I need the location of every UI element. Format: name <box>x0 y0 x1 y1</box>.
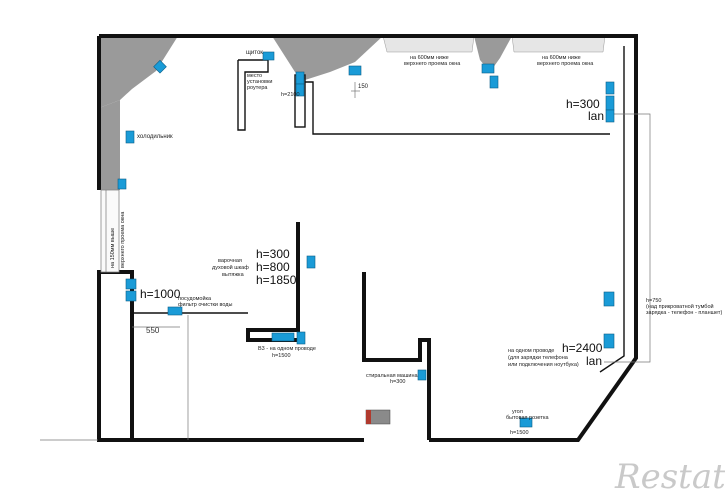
socket-marker <box>348 65 362 76</box>
label-window2-2: верхнего проема окна <box>537 61 594 67</box>
socket-marker <box>153 59 167 74</box>
socket-marker <box>603 291 615 307</box>
label-one-wire-3: или подключения ноутбука) <box>508 362 579 368</box>
label-one-wire-2: (для зарядки телефона <box>508 355 569 361</box>
label-router-2: установки <box>247 79 272 85</box>
label-router-1: место <box>247 73 262 79</box>
label-h2400: h=2400 <box>562 341 603 355</box>
label-window1-1: на 600мм ниже <box>410 55 449 61</box>
label-corner-3: h=1500 <box>510 430 529 436</box>
socket-marker <box>167 306 183 316</box>
socket-marker <box>117 178 127 190</box>
left-window <box>100 189 120 273</box>
label-washing-2: h=300 <box>390 379 405 385</box>
column-top-left <box>99 36 178 108</box>
door-block-red <box>366 410 371 424</box>
label-left-window-1: на 150мм выше <box>110 228 116 268</box>
shield-niche <box>237 59 269 131</box>
socket-marker <box>306 255 316 269</box>
socket-marker <box>125 290 137 302</box>
window-reveal-1 <box>382 35 475 53</box>
label-h1000: h=1000 <box>140 287 181 301</box>
bathroom-partition <box>362 272 431 440</box>
lan-cable-right <box>604 113 651 363</box>
socket-marker <box>262 51 275 61</box>
label-window2-1: на 600мм ниже <box>542 55 581 61</box>
socket-marker <box>489 75 499 89</box>
label-left-window-2: верхнего проема окна <box>120 211 126 268</box>
label-cooktop: варочная <box>218 258 242 264</box>
kitchen-partition <box>246 222 300 342</box>
label-washing-1: стиральная машина <box>366 373 418 379</box>
label-window1-2: верхнего проема окна <box>404 61 461 67</box>
label-b3-1: В3 - на одном проводе <box>258 346 316 352</box>
label-dishwasher-2: фильтр очистки воды <box>178 302 233 308</box>
label-oven: духовой шкаф <box>212 264 249 271</box>
socket-marker <box>605 109 615 123</box>
label-dim-550: 550 <box>146 326 160 335</box>
socket-marker <box>295 71 305 85</box>
column-top-mid <box>272 36 383 80</box>
label-h300-right: h=300 <box>566 97 600 111</box>
socket-marker <box>125 278 137 290</box>
socket-marker <box>605 95 615 111</box>
socket-marker <box>271 332 295 342</box>
label-lan-bottom: lan <box>586 354 602 368</box>
socket-marker <box>481 63 495 74</box>
label-h750-1: h=750 <box>646 298 661 304</box>
label-h1850-mid: h=1850 <box>256 273 297 287</box>
watermark-logo: Restate <box>614 457 725 496</box>
column-top-right <box>474 36 512 72</box>
socket-marker <box>519 417 533 428</box>
window-reveal-2 <box>511 35 606 53</box>
label-h800-mid: h=800 <box>256 260 290 274</box>
left-wall-gray <box>99 100 120 190</box>
socket-marker <box>417 369 427 381</box>
label-corner-1: угол <box>512 409 523 415</box>
label-fridge: холодильник <box>137 134 173 140</box>
sockets <box>117 51 615 428</box>
socket-marker <box>603 333 615 349</box>
label-dishwasher-1: посудомойка <box>178 295 212 302</box>
label-h750-2: (над прикроватной тумбой <box>646 303 714 310</box>
label-dim-150: 150 <box>358 84 369 90</box>
label-hood: вытяжка <box>222 272 245 278</box>
label-router-3: роутера <box>247 85 268 91</box>
right-wall <box>429 34 638 442</box>
label-h750-3: зарядка - телефон - планшет) <box>646 310 722 316</box>
label-b3-2: h=1500 <box>272 353 291 359</box>
inner-right-wall <box>599 46 625 373</box>
partition-top <box>305 81 610 135</box>
label-one-wire-1: на одном проводе <box>508 348 554 354</box>
label-h2100: h=2100 <box>281 92 300 98</box>
label-lan-right: lan <box>588 109 604 123</box>
socket-marker <box>295 83 305 97</box>
bottom-wall <box>97 270 364 442</box>
label-shield: щиток <box>246 50 263 56</box>
label-h300-mid: h=300 <box>256 247 290 261</box>
label-corner-2: бытовая розетка <box>506 415 549 421</box>
socket-marker <box>605 81 615 95</box>
socket-marker <box>296 331 306 345</box>
socket-marker <box>125 130 135 144</box>
